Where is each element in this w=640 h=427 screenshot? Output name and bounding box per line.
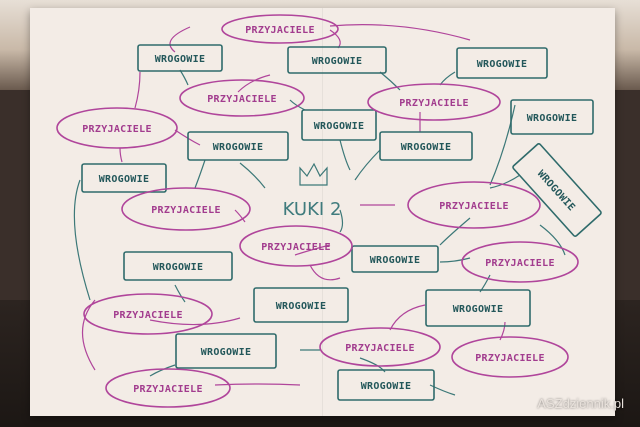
svg-text:WROGOWIE: WROGOWIE xyxy=(213,142,264,153)
ellipse-10: PRZYJACIELE xyxy=(319,327,441,367)
svg-text:WROGOWIE: WROGOWIE xyxy=(201,347,252,358)
svg-text:PRZYJACIELE: PRZYJACIELE xyxy=(113,310,183,321)
svg-text:PRZYJACIELE: PRZYJACIELE xyxy=(245,25,315,36)
box-2: WROGOWIE xyxy=(287,46,387,74)
svg-text:WROGOWIE: WROGOWIE xyxy=(370,255,421,266)
box-15: WROGOWIE xyxy=(337,369,435,401)
friend-ellipses: PRZYJACIELE PRZYJACIELE PRZYJACIELE PRZY… xyxy=(56,14,579,408)
svg-text:WROGOWIE: WROGOWIE xyxy=(401,142,452,153)
enemy-boxes: WROGOWIE WROGOWIE WROGOWIE WROGOWIE WROG… xyxy=(81,44,602,401)
box-1: WROGOWIE xyxy=(137,44,223,72)
ellipse-2: PRZYJACIELE xyxy=(179,79,305,117)
ellipse-8: PRZYJACIELE xyxy=(461,241,579,283)
box-7: WROGOWIE xyxy=(510,99,594,135)
box-3: WROGOWIE xyxy=(456,47,548,79)
box-10: WROGOWIE xyxy=(123,251,233,281)
svg-text:WROGOWIE: WROGOWIE xyxy=(99,174,150,185)
svg-text:PRZYJACIELE: PRZYJACIELE xyxy=(207,94,277,105)
svg-text:WROGOWIE: WROGOWIE xyxy=(153,262,204,273)
svg-text:PRZYJACIELE: PRZYJACIELE xyxy=(439,201,509,212)
svg-text:WROGOWIE: WROGOWIE xyxy=(535,169,577,214)
box-4: WROGOWIE xyxy=(187,131,289,161)
svg-text:WROGOWIE: WROGOWIE xyxy=(155,54,206,65)
box-11: WROGOWIE xyxy=(351,245,439,273)
svg-text:WROGOWIE: WROGOWIE xyxy=(361,381,412,392)
box-12: WROGOWIE xyxy=(253,287,349,323)
svg-text:WROGOWIE: WROGOWIE xyxy=(276,301,327,312)
paper-sheet xyxy=(30,8,615,416)
ellipse-1: PRZYJACIELE xyxy=(221,14,339,44)
svg-text:PRZYJACIELE: PRZYJACIELE xyxy=(485,258,555,269)
svg-text:WROGOWIE: WROGOWIE xyxy=(477,59,528,70)
watermark: ASZdziennik.pl xyxy=(537,396,624,411)
svg-text:WROGOWIE: WROGOWIE xyxy=(453,304,504,315)
svg-text:WROGOWIE: WROGOWIE xyxy=(312,56,363,67)
ellipse-12: PRZYJACIELE xyxy=(105,368,231,408)
ellipse-7: PRZYJACIELE xyxy=(239,225,353,267)
box-6: WROGOWIE xyxy=(379,131,473,161)
svg-text:PRZYJACIELE: PRZYJACIELE xyxy=(151,205,221,216)
box-14: WROGOWIE xyxy=(175,333,277,369)
svg-text:PRZYJACIELE: PRZYJACIELE xyxy=(475,353,545,364)
svg-text:WROGOWIE: WROGOWIE xyxy=(314,121,365,132)
svg-text:PRZYJACIELE: PRZYJACIELE xyxy=(399,98,469,109)
box-8: WROGOWIE xyxy=(81,163,167,193)
crown-icon xyxy=(299,162,328,186)
ellipse-4: PRZYJACIELE xyxy=(56,107,178,149)
ellipse-5: PRZYJACIELE xyxy=(121,187,251,231)
svg-text:PRZYJACIELE: PRZYJACIELE xyxy=(345,343,415,354)
svg-text:PRZYJACIELE: PRZYJACIELE xyxy=(82,124,152,135)
ellipse-11: PRZYJACIELE xyxy=(451,336,569,378)
center-label: KUKI 2 xyxy=(283,199,342,220)
svg-text:PRZYJACIELE: PRZYJACIELE xyxy=(133,384,203,395)
svg-text:PRZYJACIELE: PRZYJACIELE xyxy=(261,242,331,253)
box-13: WROGOWIE xyxy=(425,289,531,327)
ellipse-3: PRZYJACIELE xyxy=(367,83,501,121)
ellipse-9: PRZYJACIELE xyxy=(83,293,213,335)
svg-text:WROGOWIE: WROGOWIE xyxy=(527,113,578,124)
box-5: WROGOWIE xyxy=(301,109,377,141)
ellipse-6: PRZYJACIELE xyxy=(407,181,541,229)
